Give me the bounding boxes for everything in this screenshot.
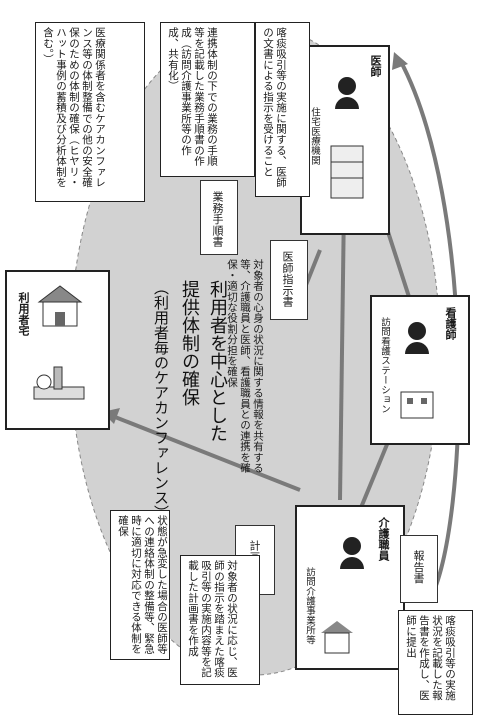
- house-icon: [37, 285, 83, 327]
- center-title-line2: 提供体制の確保: [179, 280, 200, 406]
- doctor-person-icon: [332, 77, 362, 111]
- instruction-document-label: 医師指示書: [281, 251, 294, 307]
- care-worker-person-icon: [337, 537, 367, 571]
- arrow-care-to-user: [109, 413, 301, 492]
- visiting-nurse-station-icon: [400, 391, 434, 419]
- care-office-label: 訪問介護事業所等: [304, 567, 315, 645]
- patient-in-bed-icon: [33, 366, 85, 400]
- care-worker-box: 介護職員 訪問介護事業所等: [295, 505, 405, 670]
- nurse-label: 看護師: [444, 307, 457, 340]
- note-report: 喀痰吸引等の実施状況を記載した報告書を作成し、医師に提出: [398, 610, 473, 715]
- user-home-box: 利用者宅: [5, 270, 110, 430]
- note-doctor-instruction: 喀痰吸引等の実施に関する、医師の文書による指示を受けること: [255, 22, 310, 197]
- arrowhead-report-doctor: [392, 52, 408, 70]
- note-procedure-manual: 連携体制の下での業務の手順等を記載した業務手順書の作成（訪問介護事業所等の作成、…: [160, 22, 255, 177]
- user-home-label: 利用者宅: [17, 292, 30, 336]
- care-worker-label: 介護職員: [377, 517, 390, 561]
- nurse-station-label: 訪問看護ステーション: [379, 317, 390, 414]
- center-title-line1: 利用者を中心とした: [207, 280, 228, 442]
- instruction-document: 医師指示書: [270, 240, 308, 320]
- center-title-line3: （利用者毎のケアカンファレンス）: [152, 280, 170, 520]
- nurse-box: 看護師 訪問看護ステーション: [370, 295, 470, 445]
- note-plan: 対象者の状況に応じ、医師の指示を踏まえた喀痰吸引等の実施内容等を記載した計画書を…: [180, 555, 260, 685]
- note-emergency: 状態が急変した場合の医師等への連絡体制の整備等、緊急時に適切に対応できる体制を確…: [110, 510, 170, 660]
- center-title: 利用者を中心とした 提供体制の確保 （利用者毎のケアカンファレンス）: [150, 280, 228, 520]
- report-document-label: 報告書: [412, 550, 425, 584]
- report-document: 報告書: [400, 535, 438, 603]
- doctor-box: 医師 住宅医療機関: [300, 45, 390, 235]
- note-care-conference: 医療関係者を含むケアカンファレンス等の体制整備での他の安全確保のための体制の確保…: [35, 22, 145, 202]
- manual-document: 業務手順書: [200, 180, 238, 255]
- care-office-icon: [321, 621, 353, 654]
- note-information-sharing: 対象者の心身の状況に関する情報を共有する等、介護職員と医師、看護職員との連携を確…: [226, 259, 264, 473]
- manual-document-label: 業務手順書: [211, 191, 224, 247]
- clinic-building-icon: [330, 145, 364, 199]
- doctor-label: 医師: [369, 55, 382, 77]
- clinic-label: 住宅医療機関: [309, 107, 320, 166]
- nurse-person-icon: [402, 322, 432, 356]
